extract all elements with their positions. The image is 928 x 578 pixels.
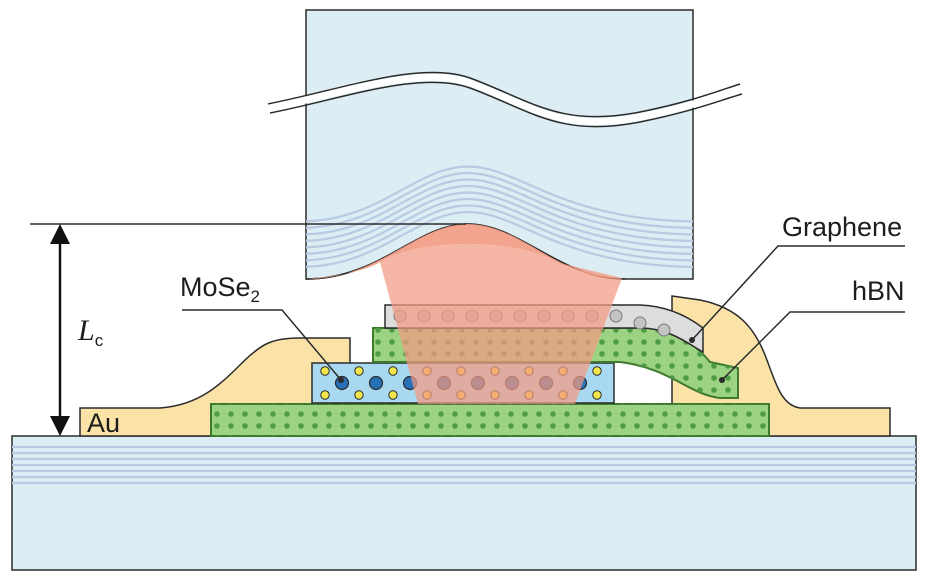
cavity-length-arrowhead-up <box>50 224 70 244</box>
mose2-se-atom <box>592 390 602 400</box>
fiber-dbr-stripe <box>306 197 693 256</box>
mose2-label: MoSe2 <box>180 272 260 306</box>
fiber-dbr-coating <box>306 165 693 269</box>
fiber-dbr-stripe <box>306 204 693 262</box>
bottom-mirror-dbr-layers <box>12 445 916 485</box>
hbn-leader-line <box>721 311 905 381</box>
graphene-label: Graphene <box>782 212 902 242</box>
cavity-length-symbol: L <box>77 314 95 347</box>
bottom-hbn-lattice <box>211 404 769 436</box>
cavity-laser-mode-top <box>306 224 618 279</box>
fiber-break-line-top <box>267 71 741 118</box>
mose2-se-atom <box>388 390 398 400</box>
fiber-mirror <box>267 9 743 280</box>
cavity-length-subscript: c <box>95 331 104 350</box>
mose2-se-atom <box>354 390 364 400</box>
fiber-dbr-stripe <box>306 184 693 243</box>
mose2-label-main: MoSe <box>180 272 251 302</box>
graphene-leader-end <box>689 337 695 343</box>
fiber-dbr-stripe <box>306 178 693 236</box>
fiber-dbr-stripe <box>306 210 693 269</box>
cavity-length-label: Lc <box>77 314 104 350</box>
cavity-laser-mode <box>380 244 622 404</box>
bottom-mirror-substrate <box>11 435 917 571</box>
mose2-se-atom <box>354 366 364 376</box>
graphene-atom <box>657 323 671 337</box>
fiber-dbr-stripe <box>306 171 693 230</box>
mose2-se-atom <box>320 366 330 376</box>
cavity-length-arrowhead-down <box>50 416 70 436</box>
graphene-leader-line <box>691 245 905 341</box>
hbn-leader-end <box>719 377 725 383</box>
graphene-atom <box>633 316 647 330</box>
graphene-atom <box>609 309 623 323</box>
fiber-break-gap <box>268 73 743 126</box>
fiber-break-line-bottom <box>269 81 743 128</box>
au-label: Au <box>87 408 120 438</box>
bottom-hbn-layer <box>210 403 770 437</box>
mose2-leader-end <box>338 377 344 383</box>
mose2-mo-atom <box>368 375 384 391</box>
mose2-se-atom <box>388 366 398 376</box>
mose2-leader-line <box>182 309 342 381</box>
mose2-se-atom <box>320 390 330 400</box>
bottom-mirror <box>11 435 917 571</box>
mose2-label-subscript: 2 <box>251 287 260 306</box>
gold-contact-right <box>671 295 891 437</box>
mose2-se-atom <box>592 366 602 376</box>
hbn-label: hBN <box>852 276 905 306</box>
fiber-dbr-stripe <box>306 191 693 249</box>
fiber-dbr-stripe <box>306 165 693 223</box>
